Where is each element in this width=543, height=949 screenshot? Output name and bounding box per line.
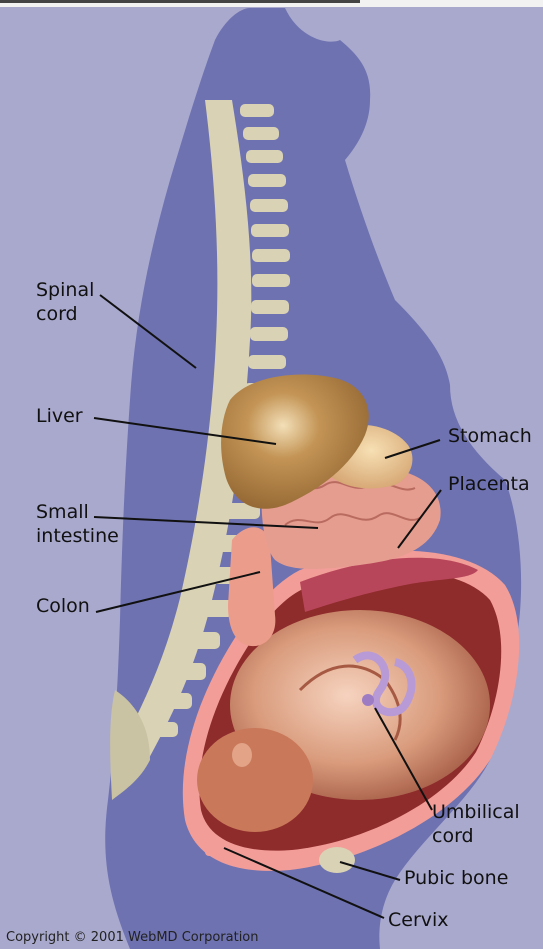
- stomach-label: Stomach: [448, 425, 532, 447]
- fetus-head: [197, 728, 313, 832]
- umbilical-cord-label-line1: Umbilical: [432, 801, 520, 823]
- copyright-notice: Copyright © 2001 WebMD Corporation: [6, 930, 259, 945]
- small-intestine-label-line2: intestine: [36, 525, 119, 547]
- umbilical-cord-label-line2: cord: [432, 825, 474, 847]
- small-intestine-label-line1: Small: [36, 501, 89, 523]
- cervix-shape: [205, 840, 219, 856]
- placenta-label: Placenta: [448, 473, 530, 495]
- pubic-bone-shape: [319, 847, 355, 873]
- umbilical-cord-knot: [362, 694, 374, 706]
- top-strip-text-remnant: [0, 0, 360, 3]
- liver-label: Liver: [36, 405, 83, 427]
- cervix-label: Cervix: [388, 909, 449, 931]
- fetus-ear: [232, 743, 252, 767]
- spinal-cord-label-line2: cord: [36, 303, 78, 325]
- colon-label: Colon: [36, 595, 90, 617]
- pubic-bone-label: Pubic bone: [404, 867, 508, 889]
- spinal-cord-label-line1: Spinal: [36, 279, 94, 301]
